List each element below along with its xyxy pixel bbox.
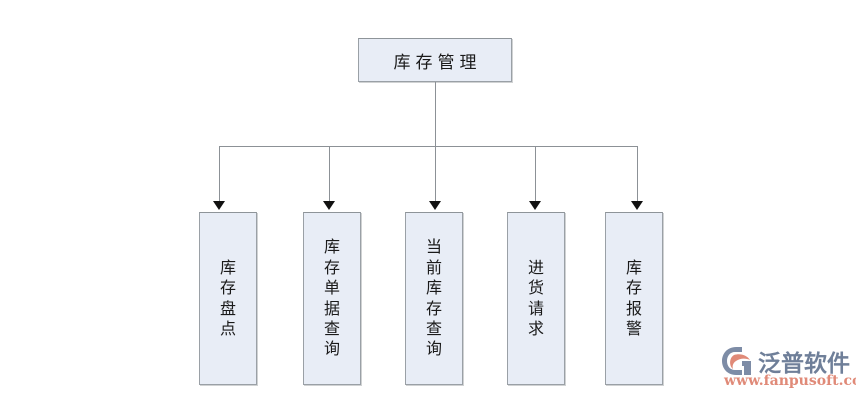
node-leaf-current-inventory-query[interactable]: 当前库存查询 — [405, 212, 463, 385]
arrowhead-2-icon — [323, 201, 335, 210]
connector-drop-3 — [435, 146, 436, 203]
node-leaf-label-3: 当前库存查询 — [425, 237, 442, 359]
node-leaf-inventory-alert[interactable]: 库存报警 — [605, 212, 663, 385]
connector-drop-5 — [637, 146, 638, 203]
node-leaf-inventory-document-query[interactable]: 库存单据查询 — [303, 212, 361, 385]
node-leaf-label-5: 库存报警 — [625, 257, 642, 338]
connector-drop-2 — [329, 146, 330, 203]
node-leaf-label-1: 库存盘点 — [219, 257, 236, 338]
fanpu-logo-icon — [722, 346, 756, 376]
connector-drop-1 — [219, 146, 220, 203]
watermark-url: www.fanpusoft.com — [724, 373, 856, 389]
arrowhead-1-icon — [213, 201, 225, 210]
watermark-brand: 泛普软件 — [758, 351, 850, 377]
node-root-inventory-management[interactable]: 库存管理 — [358, 38, 512, 82]
watermark: 泛普软件 www.fanpusoft.com — [722, 344, 856, 396]
node-leaf-label-2: 库存单据查询 — [323, 237, 340, 359]
connector-root-stem — [435, 82, 436, 146]
connector-drop-4 — [535, 146, 536, 203]
node-leaf-label-4: 进货请求 — [527, 257, 544, 338]
arrowhead-4-icon — [529, 201, 541, 210]
arrowhead-3-icon — [429, 201, 441, 210]
connector-horizontal-bus — [219, 146, 637, 147]
node-leaf-inventory-count[interactable]: 库存盘点 — [199, 212, 257, 385]
node-root-label: 库存管理 — [393, 52, 482, 73]
node-leaf-purchase-request[interactable]: 进货请求 — [507, 212, 565, 385]
arrowhead-5-icon — [631, 201, 643, 210]
